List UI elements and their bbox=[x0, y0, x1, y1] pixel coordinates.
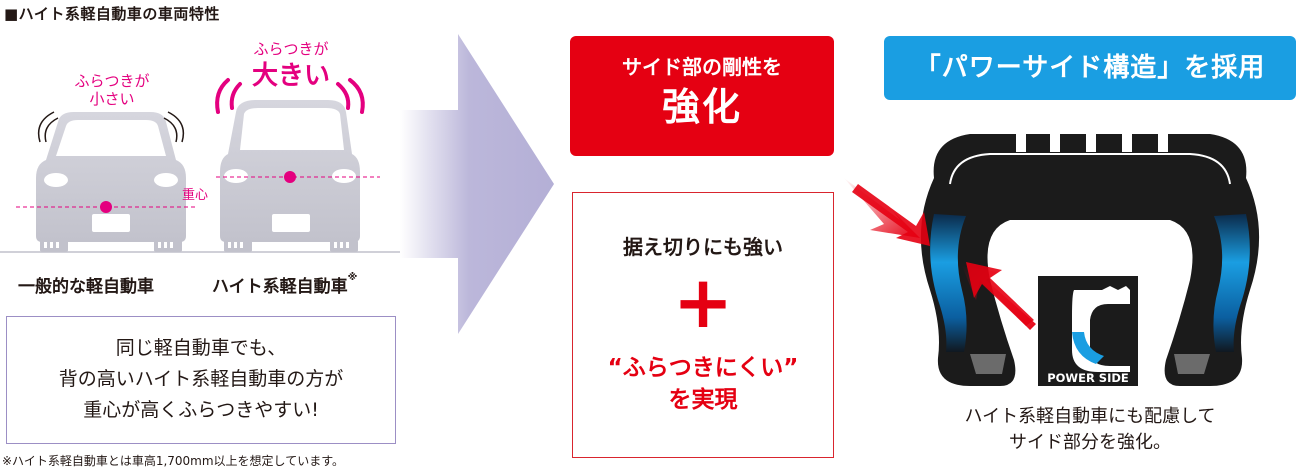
sway-small-line1: ふらつきが bbox=[74, 72, 150, 90]
tall-car-label-text: ハイト系軽自動車 bbox=[212, 277, 348, 297]
description-line2: 背の高いハイト系軽自動車の方が bbox=[58, 368, 344, 390]
sway-large-line1: ふらつきが bbox=[253, 40, 329, 58]
big-arrow-icon bbox=[400, 34, 554, 334]
power-side-label: POWER SIDE bbox=[1047, 371, 1129, 385]
sway-arc-large-icon bbox=[215, 78, 230, 114]
normal-car-label: 一般的な軽自動車 bbox=[18, 277, 154, 297]
sway-small-label: ふらつきが 小さい bbox=[62, 72, 162, 108]
benefit-line3: を実現 bbox=[668, 387, 738, 413]
sway-large-line2: 大きい bbox=[251, 61, 330, 91]
footnote: ※ハイト系軽自動車とは車高1,700mm以上を想定しています。 bbox=[2, 454, 344, 468]
tire-cross-section-diagram bbox=[844, 134, 1260, 386]
benefit-line1: 据え切りにも強い bbox=[623, 235, 783, 259]
description-box: 同じ軽自動車でも、 背の高いハイト系軽自動車の方が 重心が高くふらつきやすい! bbox=[6, 316, 396, 444]
sway-small-line2: 小さい bbox=[89, 90, 135, 108]
side-rigidity-label: サイド部の剛性を bbox=[622, 55, 782, 79]
normal-car-icon bbox=[36, 112, 186, 252]
power-side-badge-icon bbox=[1038, 276, 1138, 386]
tire-outline bbox=[920, 134, 1260, 386]
description-line1: 同じ軽自動車でも、 bbox=[115, 337, 287, 359]
cars-illustration bbox=[0, 78, 400, 253]
benefit-line2: “ふらつきにくい” bbox=[607, 355, 799, 381]
cog-dot-tall bbox=[284, 171, 296, 183]
side-rigidity-box: サイド部の剛性を 強化 bbox=[570, 36, 834, 156]
sidewall-left bbox=[930, 214, 967, 352]
center-of-gravity-label: 重心 bbox=[182, 188, 209, 203]
cog-dot-normal bbox=[100, 201, 112, 213]
sway-arc-icon bbox=[44, 117, 59, 143]
tire-caption: ハイト系軽自動車にも配慮して サイド部分を強化。 bbox=[900, 404, 1280, 456]
reinforce-label: 強化 bbox=[661, 85, 742, 129]
note-mark: ※ bbox=[347, 272, 358, 283]
tall-car-label: ハイト系軽自動車※ bbox=[212, 272, 357, 297]
description-line3: 重心が高くふらつきやすい! bbox=[83, 399, 319, 421]
section-title: ■ハイト系軽自動車の車両特性 bbox=[4, 5, 220, 23]
sidewall-right bbox=[1213, 214, 1250, 352]
plus-icon: + bbox=[672, 260, 734, 344]
benefit-box: 据え切りにも強い + “ふらつきにくい” を実現 bbox=[572, 192, 834, 458]
tire-caption-line2: サイド部分を強化。 bbox=[1009, 432, 1171, 453]
power-side-structure-banner: 「パワーサイド構造」を採用 bbox=[884, 36, 1296, 100]
tire-caption-line1: ハイト系軽自動車にも配慮して bbox=[964, 406, 1216, 427]
